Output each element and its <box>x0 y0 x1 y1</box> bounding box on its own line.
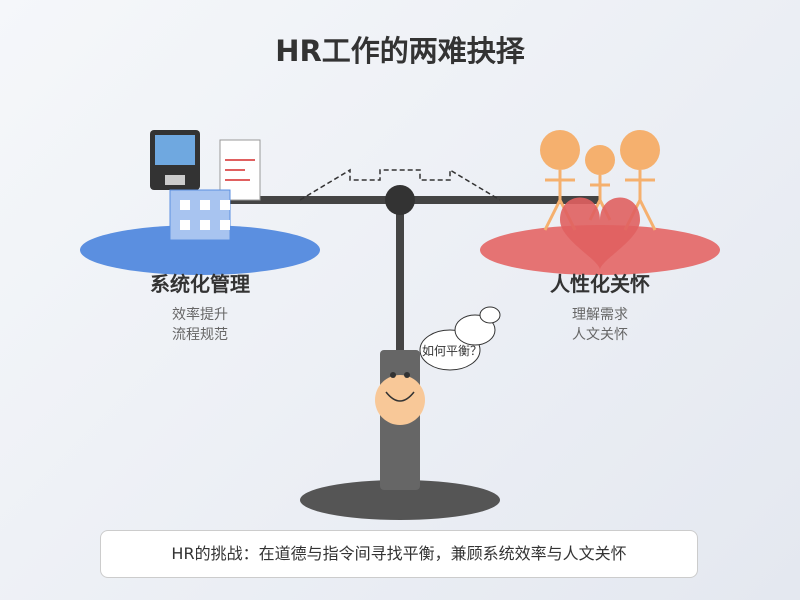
footer-text: HR的挑战：在道德与指令间寻找平衡，兼顾系统效率与人文关怀 <box>171 544 627 563</box>
balance-indicator <box>299 168 501 201</box>
thought-text: 如何平衡？ <box>422 343 482 358</box>
building-icon <box>169 189 231 241</box>
right-subtitle: 理解需求 人文关怀 <box>480 305 720 345</box>
device-icon <box>150 130 200 190</box>
thought-bubble-icon <box>419 306 501 371</box>
document-icon <box>219 139 261 201</box>
scale-pivot <box>385 185 415 215</box>
right-heading: 人性化关怀 <box>550 272 650 296</box>
footer-banner: HR的挑战：在道德与指令间寻找平衡，兼顾系统效率与人文关怀 <box>100 530 698 578</box>
left-line-2: 流程规范 <box>172 327 228 343</box>
left-pan <box>80 225 320 275</box>
scale-base <box>300 480 500 520</box>
left-heading: 系统化管理 <box>150 272 250 296</box>
person-icon <box>375 350 425 490</box>
left-subtitle: 效率提升 流程规范 <box>80 305 320 345</box>
scale-pillar <box>396 200 404 360</box>
heart-icon <box>560 197 640 270</box>
left-line-1: 效率提升 <box>172 307 228 323</box>
family-icon <box>540 130 660 231</box>
right-line-2: 人文关怀 <box>572 327 628 343</box>
right-line-1: 理解需求 <box>572 307 628 323</box>
page-title: HR工作的两难抉择 <box>275 34 525 68</box>
